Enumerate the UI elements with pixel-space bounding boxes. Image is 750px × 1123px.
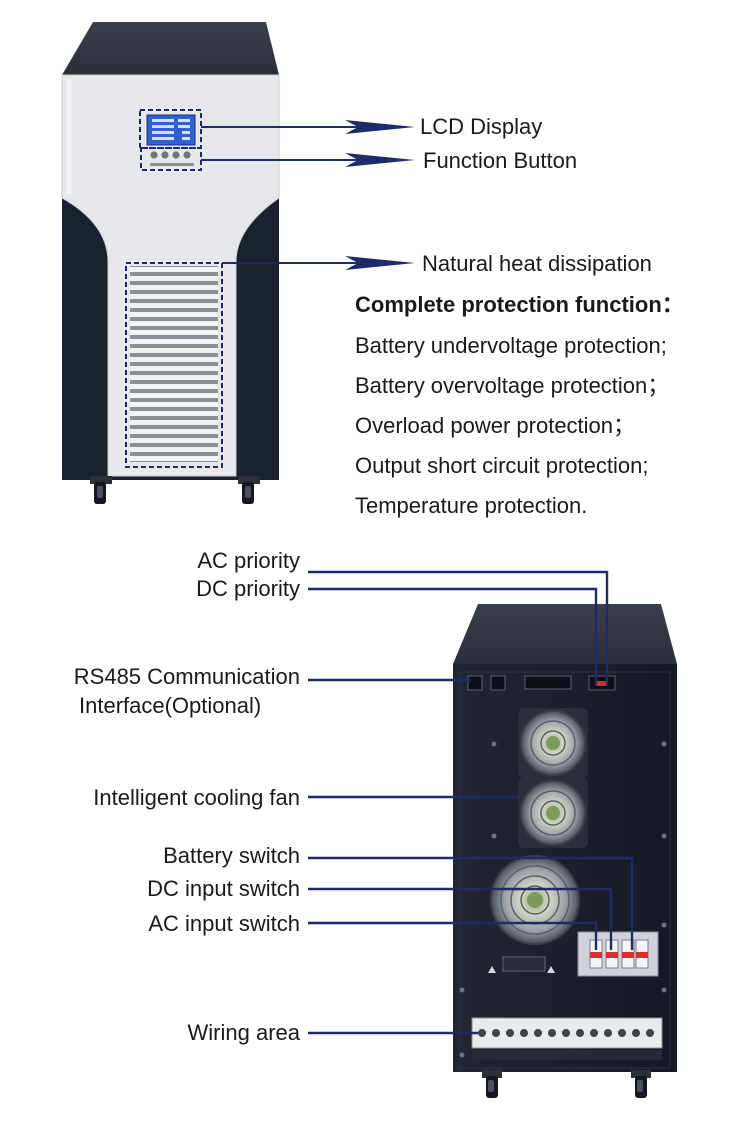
cooling-fan-3: [490, 855, 580, 945]
rs485-label-line2: Interface(Optional): [79, 693, 262, 718]
front-inverter-cabinet: [61, 22, 280, 504]
grill-callout-box: [125, 262, 223, 468]
protection-item: Output short circuit protection;: [355, 453, 649, 478]
lcd-lines: [152, 119, 190, 140]
rs485-label: RS485 Communication: [73, 664, 300, 689]
front-casters: [90, 476, 260, 504]
rear-cabinet-top: [453, 604, 677, 664]
ac-input-switch-label: AC input switch: [148, 911, 300, 936]
breaker-panel: [577, 931, 659, 977]
protection-item: Battery overvoltage protection；: [355, 373, 670, 398]
ventilation-grill: [130, 266, 218, 462]
protection-heading: Complete protection function：: [355, 292, 684, 317]
cooling-fan-label: Intelligent cooling fan: [93, 785, 300, 810]
dc-input-switch-label: DC input switch: [147, 876, 300, 901]
rear-leader-lines: [308, 570, 634, 1035]
lcd-display-label: LCD Display: [420, 114, 543, 139]
heat-dissipation-label: Natural heat dissipation: [422, 251, 652, 276]
battery-switch-label: Battery switch: [163, 843, 300, 868]
lcd-callout-box: [139, 109, 202, 149]
cabinet-top: [62, 22, 279, 75]
front-leader-lines: [201, 126, 360, 264]
dc-priority-label: DC priority: [196, 576, 300, 601]
cooling-fan-2: [518, 778, 588, 848]
function-buttons: [150, 151, 191, 159]
protection-item: Overload power protection；: [355, 413, 636, 438]
protection-item: Battery undervoltage protection;: [355, 333, 667, 358]
protection-item: Temperature protection.: [355, 493, 588, 518]
wiring-area-label: Wiring area: [187, 1020, 300, 1045]
rear-casters: [482, 1070, 651, 1098]
function-button-label: Function Button: [423, 148, 578, 173]
cooling-fan-1: [518, 708, 588, 778]
front-arrowheads: [345, 120, 415, 270]
button-callout-box: [140, 147, 202, 171]
rear-inverter-cabinet: [453, 604, 677, 1098]
ac-priority-label: AC priority: [197, 548, 300, 573]
wiring-terminal-block: [471, 1017, 663, 1060]
